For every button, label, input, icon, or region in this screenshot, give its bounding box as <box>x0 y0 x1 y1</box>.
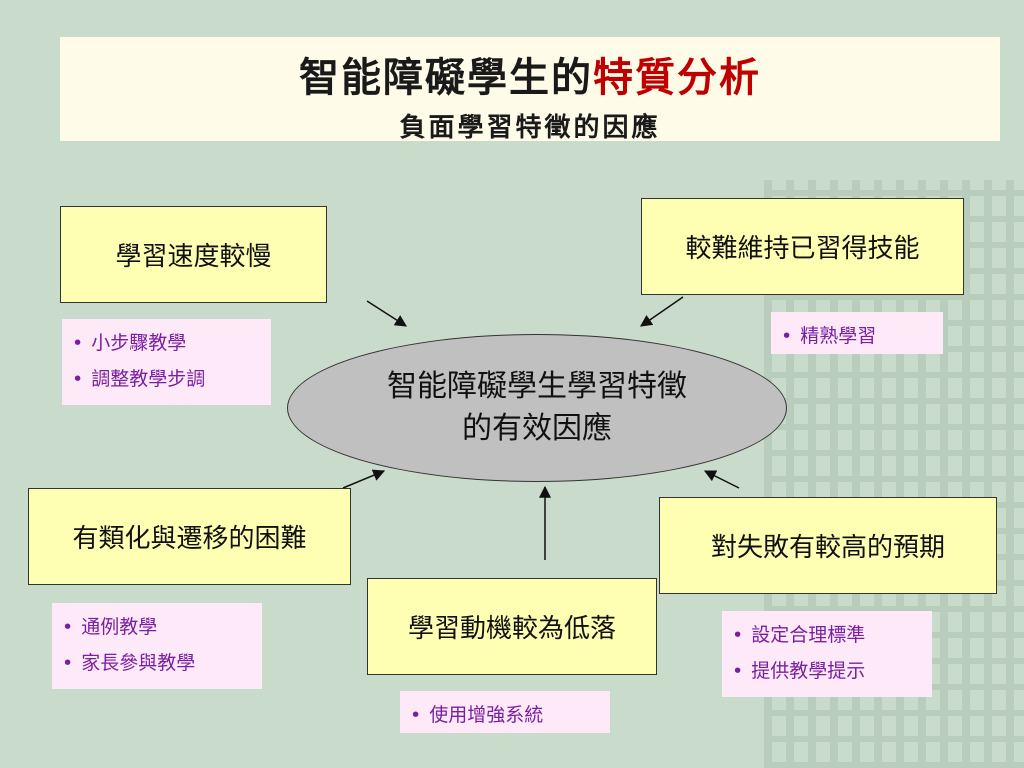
bullet-icon: • <box>62 652 74 674</box>
strategy-box-failure-expectation: •設定合理標準 •提供教學提示 <box>722 611 932 697</box>
bullet-icon: • <box>732 660 744 682</box>
strategy-item: •調整教學步調 <box>72 368 206 390</box>
center-topic-ellipse: 智能障礙學生學習特徵 的有效因應 <box>287 334 787 482</box>
strategy-item: •小步驟教學 <box>72 332 187 354</box>
strategy-box-low-motivation: •使用增強系統 <box>400 691 610 733</box>
arrow-retention <box>640 296 684 327</box>
trait-low-motivation: 學習動機較為低落 <box>367 578 657 675</box>
bullet-icon: • <box>781 325 793 347</box>
title-accent: 特質分析 <box>593 54 761 101</box>
strategy-box-slow-learning: •小步驟教學 •調整教學步調 <box>62 319 271 405</box>
strategy-item: •家長參與教學 <box>62 652 196 674</box>
title-main: 智能障礙學生的 <box>299 54 593 101</box>
strategy-item: •提供教學提示 <box>732 660 866 682</box>
strategy-item: •設定合理標準 <box>732 624 866 646</box>
bullet-icon: • <box>72 332 84 354</box>
bullet-icon: • <box>410 704 422 726</box>
page-title: 智能障礙學生的特質分析 <box>60 45 1000 103</box>
arrow-generalization <box>342 469 386 489</box>
strategy-box-generalization: •通例教學 •家長參與教學 <box>52 603 262 689</box>
bullet-icon: • <box>72 368 84 390</box>
bullet-icon: • <box>732 624 744 646</box>
trait-failure-expectation: 對失敗有較高的預期 <box>659 497 997 594</box>
strategy-item: •使用增強系統 <box>410 704 544 726</box>
strategy-item: •通例教學 <box>62 616 158 638</box>
strategy-item: •精熟學習 <box>781 325 877 347</box>
strategy-box-retention: •精熟學習 <box>771 312 943 354</box>
center-topic-line1: 智能障礙學生學習特徵 <box>387 369 687 404</box>
trait-generalization: 有類化與遷移的困難 <box>28 488 351 585</box>
page-subtitle: 負面學習特徵的因應 <box>399 113 661 143</box>
arrow-slow-learning <box>366 300 408 327</box>
center-topic-line2: 的有效因應 <box>462 411 612 446</box>
arrow-failure <box>703 470 740 489</box>
title-box: 智能障礙學生的特質分析 負面學習特徵的因應 <box>60 37 1000 143</box>
trait-retention: 較難維持已習得技能 <box>641 198 964 295</box>
bullet-icon: • <box>62 616 74 638</box>
trait-slow-learning: 學習速度較慢 <box>60 206 327 303</box>
